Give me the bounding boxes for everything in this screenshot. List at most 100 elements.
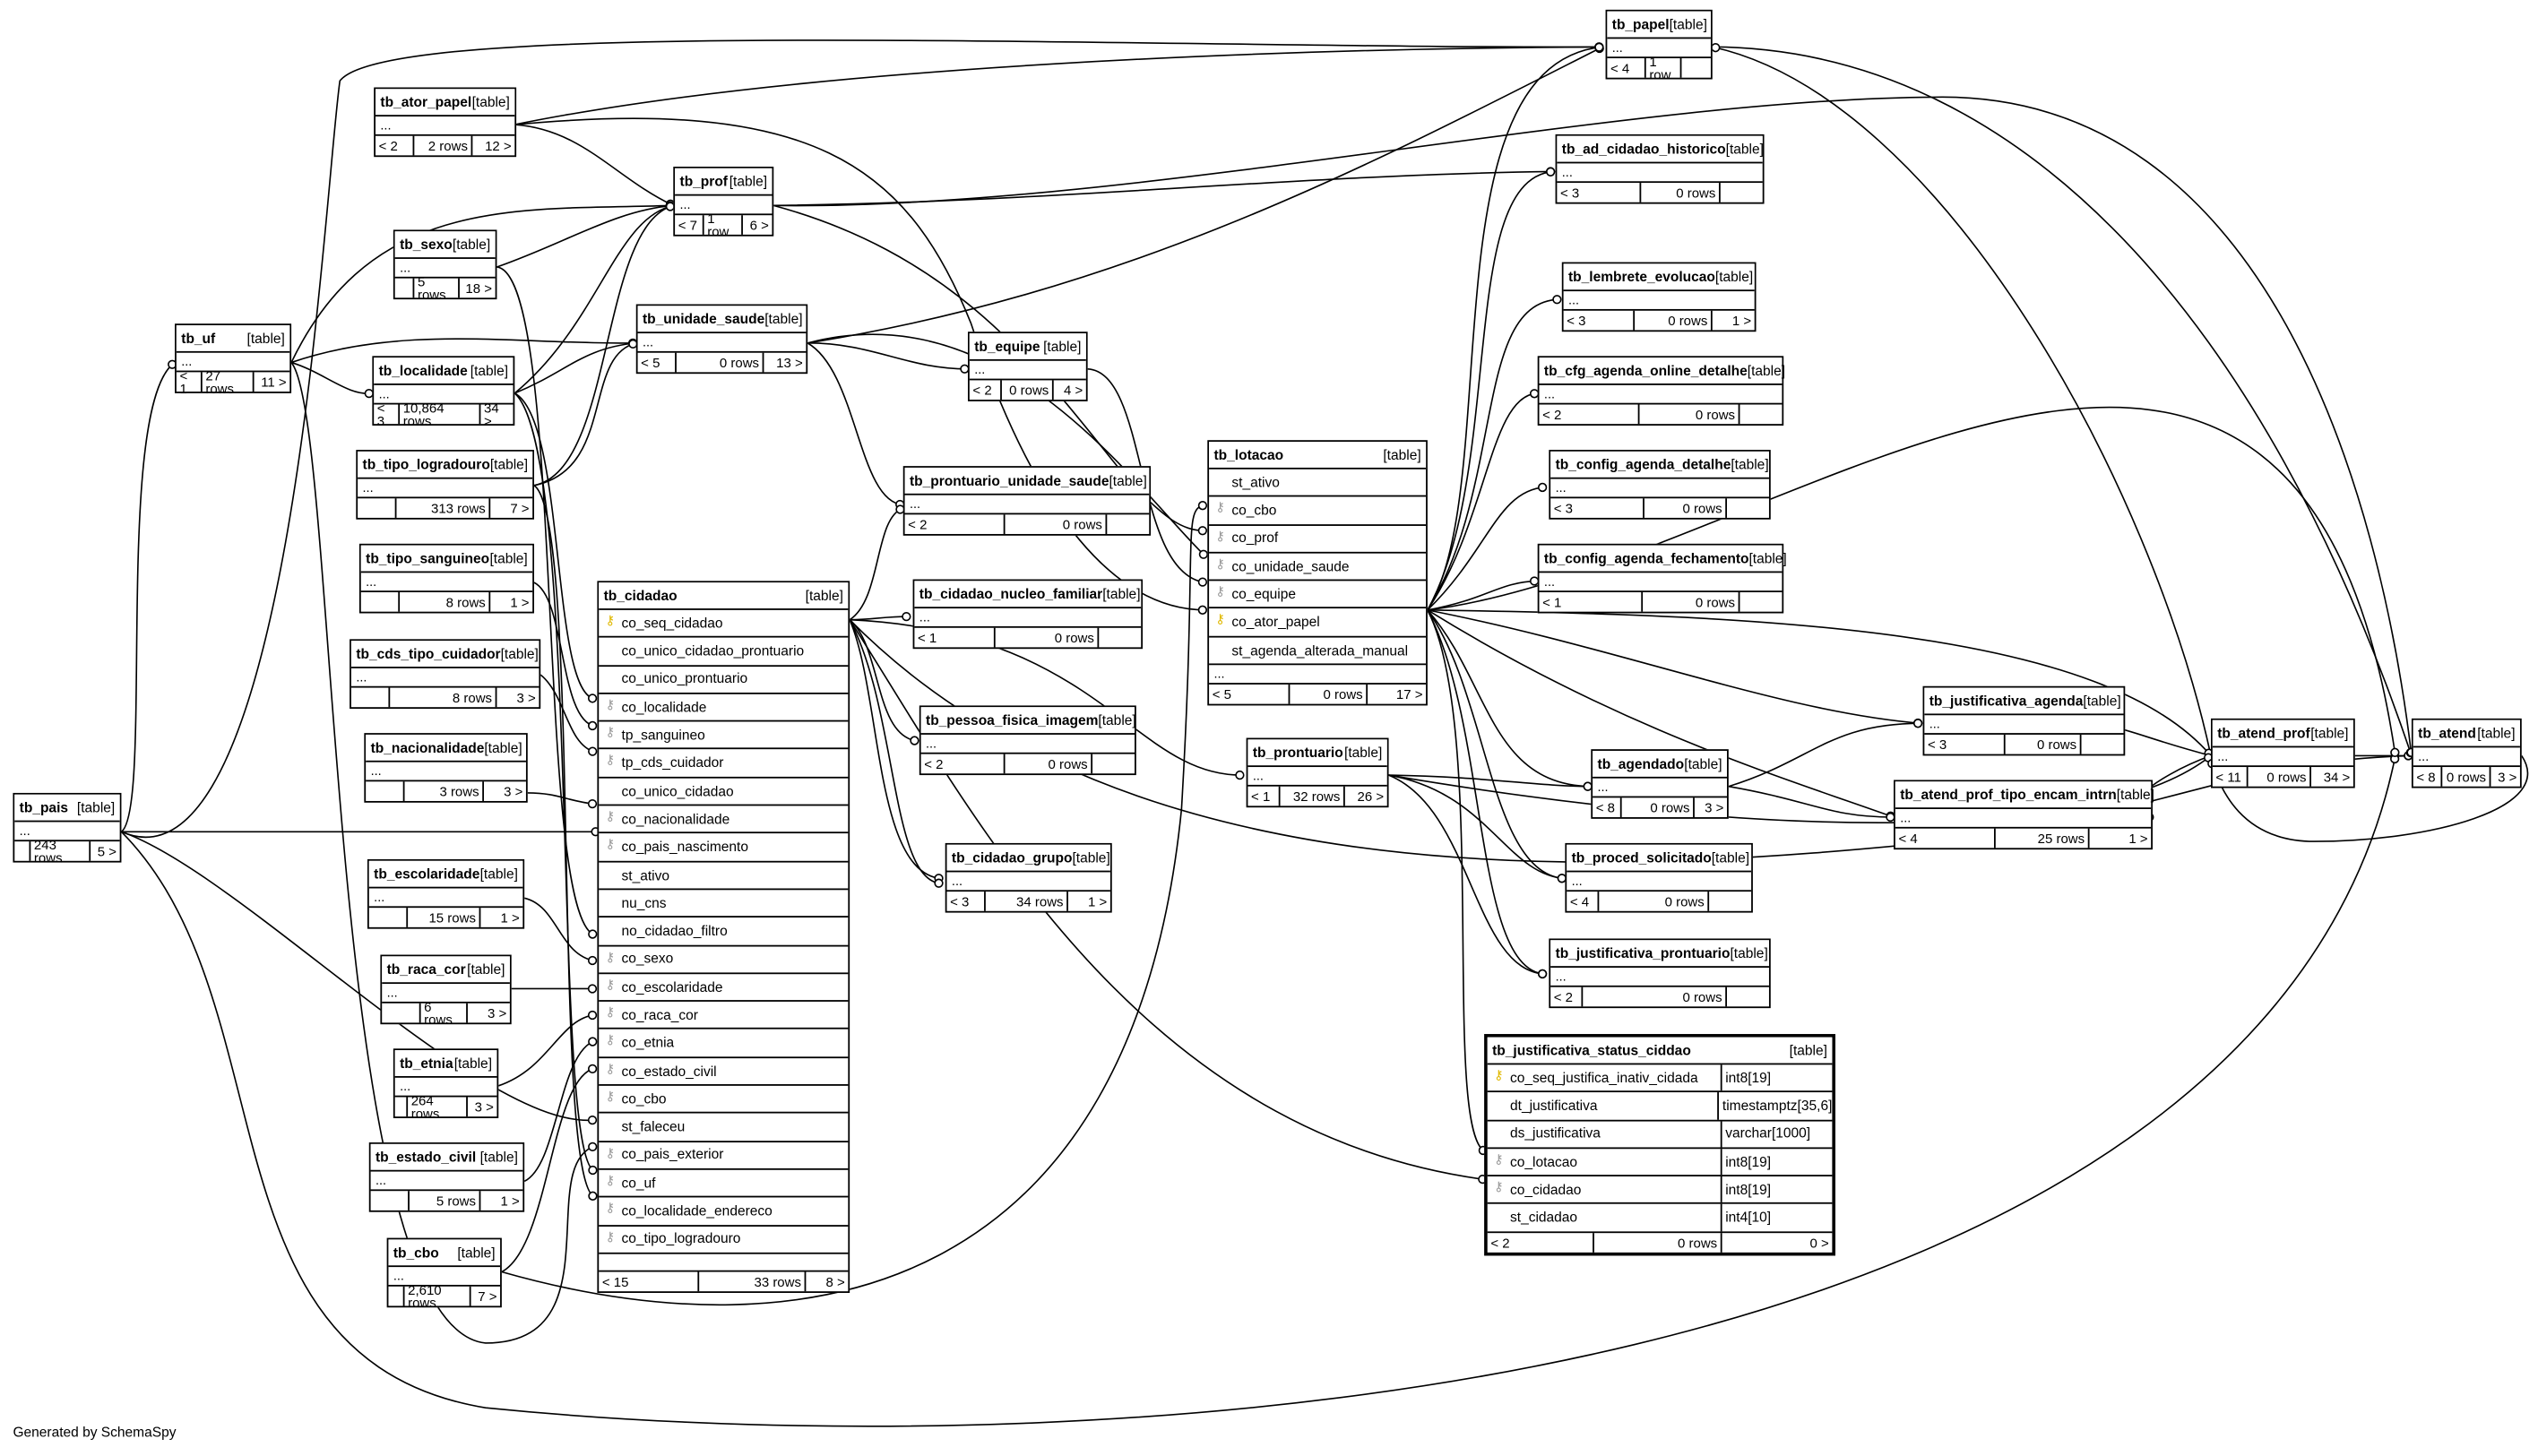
foreign-key-icon: ⚷ [605,977,616,992]
relation-endpoint [588,929,598,939]
column-row: ⚷co_cbo [1209,497,1427,526]
column-row: ⚷co_etnia [599,1030,849,1058]
table-tb_config_agenda_fechamento[interactable]: tb_config_agenda_fechamento[table] ... <… [1537,543,1787,614]
foreign-key-icon: ⚷ [605,1228,616,1244]
foreign-key-icon: ⚷ [605,837,616,852]
foreign-key-icon: ⚷ [1493,1151,1504,1167]
column-name-text: co_cidadao [1509,1181,1582,1198]
edge-lot-config [1427,486,1546,611]
table-tb_lotacao[interactable]: tb_lotacao[table] st_ativo⚷co_cbo⚷co_pro… [1207,440,1428,706]
relation-endpoint [2390,747,2400,757]
table-tb_justificativa_prontuario[interactable]: tb_justificativa_prontuario[table] ... <… [1549,938,1771,1009]
column-row: ⚷ co_raca_cor [599,1002,849,1030]
column-name-text: st_cidadao [1509,1209,1578,1226]
foreign-key-icon: ⚷ [605,1144,616,1160]
foreign-key-icon: ⚷ [1215,500,1225,515]
foreign-key-icon: ⚷ [605,809,616,824]
edge-uf-unidade [290,338,636,364]
edge-ator-papel [514,46,1602,125]
foreign-key-icon: ⚷ [1215,556,1225,572]
column-name: dt_justificativa [1488,1092,1720,1120]
column-type: int8[19] [1725,1069,1772,1086]
edge-cbo-cidadao [501,1067,596,1273]
column-row: ⚷co_pais_exterior [599,1142,849,1170]
edge-unidade-lotacao [807,333,1207,557]
table-tb_atend_prof_tipo_encam_intrn[interactable]: tb_atend_prof_tipo_encam_intrn[table] ..… [1894,780,2154,850]
relation-endpoint [587,1064,598,1074]
edge-papel-atend [1712,46,2413,756]
table-tb_cfg_agenda_online_detalhe[interactable]: tb_cfg_agenda_online_detalhe[table] ... … [1537,356,1785,426]
edge-logradouro-prof [533,204,674,487]
relation-endpoint [1197,577,1208,587]
foreign-key-icon: ⚷ [605,1061,616,1076]
tb_lotacao-columns: st_ativo⚷co_cbo⚷co_prof⚷co_unidade_saude… [1209,470,1427,666]
column-name: st_cidadao [1488,1204,1722,1231]
primary-key-icon: ⚷ [1493,1067,1504,1083]
edge-lot-justif-status [1427,609,1487,1153]
edge-localidade-prof [514,204,674,394]
column-name: co_unico_prontuario [621,670,748,687]
relation-endpoint [1197,501,1208,511]
column-name: co_unidade_saude [1231,557,1350,574]
column-row: ⚷tp_sanguineo [599,722,849,751]
column-name: co_raca_cor [621,1006,698,1023]
table-tb_cidadao_nucleo_familiar[interactable]: tb_cidadao_nucleo_familiar[table] ... < … [912,579,1144,650]
column-row: co_unico_prontuario [599,666,849,694]
column-name: tp_cds_cuidador [621,754,724,771]
table-tb_prontuario_unidade_saude[interactable]: tb_prontuario_unidade_saude[table] ... <… [902,466,1152,536]
edge-lot-encam [1427,609,1895,818]
table-tb_justificativa_status_ciddao[interactable]: tb_justificativa_status_ciddao[table] ⚷c… [1484,1034,1836,1256]
edge-lot-justif-pront [1427,609,1546,976]
edge-atend-loop [2210,754,2529,842]
relation-endpoint [1537,482,1548,493]
column-row: ⚷co_nacionalidade [599,806,849,834]
column-row: no_cidadao_filtro [599,918,849,946]
foreign-key-icon: ⚷ [605,697,616,712]
foreign-key-icon: ⚷ [605,1004,616,1021]
relation-endpoint [588,1142,598,1152]
column-row: st_ativo [599,862,849,891]
relation-endpoint [1552,295,1562,305]
relation-endpoint [1594,42,1604,52]
foreign-key-icon: ⚷ [605,1173,616,1188]
relation-endpoint [587,1115,598,1125]
edge-sexo-prof [496,204,674,268]
edge-pais-atend [120,755,2396,1427]
relation-endpoint [1537,969,1548,979]
relation-endpoint [902,611,911,622]
edge-lot-proced [1427,609,1566,880]
column-name: st_ativo [621,866,670,883]
column-row: st_agenda_alterada_manual [1209,637,1427,666]
